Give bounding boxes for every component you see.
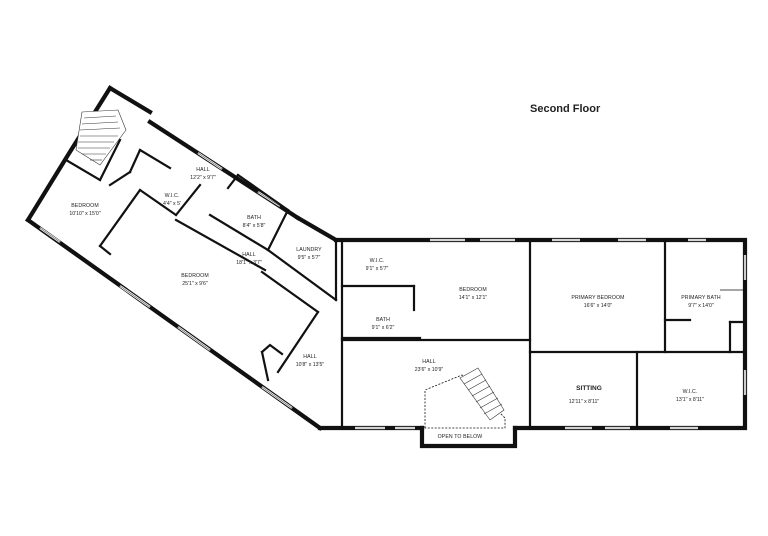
- room-dimensions: 16'6" x 14'0": [584, 303, 613, 309]
- room-dimensions: 9'1" x 5'7": [366, 266, 389, 272]
- room-dimensions: 8'4" x 5'8": [243, 223, 266, 229]
- room-hall-corner: HALL 10'8" x 13'5": [296, 354, 325, 368]
- room-wic-center: W.I.C. 9'1" x 5'7": [366, 258, 389, 272]
- room-name: OPEN TO BELOW: [438, 434, 483, 440]
- room-bedroom-large: BEDROOM 25'1" x 9'6": [181, 273, 209, 287]
- room-primary-bath: PRIMARY BATH 9'7" x 14'0": [681, 295, 721, 309]
- room-dimensions: 4'4" x 5': [163, 201, 181, 207]
- room-name: BEDROOM: [71, 203, 99, 209]
- room-name: BATH: [376, 317, 390, 323]
- room-dimensions: 25'1" x 9'6": [182, 281, 208, 287]
- room-name: PRIMARY BEDROOM: [571, 295, 624, 301]
- room-hall-top: HALL 12'2" x 9'7": [190, 167, 216, 181]
- room-wic-right: W.I.C. 13'1" x 8'11": [676, 389, 704, 403]
- stairs-center: [424, 367, 506, 429]
- room-dimensions: 14'1" x 12'1": [459, 295, 488, 301]
- room-laundry: LAUNDRY 9'5" x 5'7": [296, 247, 322, 261]
- room-name: HALL: [196, 167, 209, 173]
- room-dimensions: 9'5" x 5'7": [298, 255, 321, 261]
- room-primary-bedroom: PRIMARY BEDROOM 16'6" x 14'0": [571, 295, 624, 309]
- windows: [39, 152, 747, 430]
- room-bedroom-left: BEDROOM 10'10" x 15'0": [69, 203, 100, 217]
- room-wic-left: W.I.C. 4'4" x 5': [163, 193, 181, 207]
- room-name: HALL: [303, 354, 316, 360]
- interior-walls: [64, 138, 747, 430]
- room-bath-center: BATH 9'1" x 6'2": [372, 317, 395, 331]
- room-dimensions: 18'1" x 3'7": [236, 260, 262, 266]
- room-name: HALL: [422, 359, 435, 365]
- room-bedroom-center: BEDROOM 14'1" x 12'1": [459, 287, 488, 301]
- room-bath-upper: BATH 8'4" x 5'8": [243, 215, 266, 229]
- room-dimensions: 9'1" x 6'2": [372, 325, 395, 331]
- room-dimensions: 23'6" x 10'9": [415, 367, 444, 373]
- room-name: PRIMARY BATH: [681, 295, 721, 301]
- room-name: BEDROOM: [459, 287, 487, 293]
- room-name: LAUNDRY: [296, 247, 322, 253]
- room-hall-main: HALL 23'6" x 10'9": [415, 359, 444, 373]
- room-name: W.I.C.: [683, 389, 698, 395]
- room-dimensions: 9'7" x 14'0": [688, 303, 714, 309]
- room-name: W.I.C.: [165, 193, 180, 199]
- room-name: BEDROOM: [181, 273, 209, 279]
- floor-title: Second Floor: [530, 103, 601, 115]
- room-name: SITTING: [576, 385, 602, 392]
- room-name: BATH: [247, 215, 261, 221]
- room-sitting: SITTING 12'11" x 8'11": [569, 385, 602, 405]
- room-open-below: OPEN TO BELOW: [438, 434, 483, 440]
- room-dimensions: 12'2" x 9'7": [190, 175, 216, 181]
- room-hall-mid: HALL 18'1" x 3'7": [236, 252, 262, 266]
- room-dimensions: 10'8" x 13'5": [296, 362, 325, 368]
- room-name: HALL: [242, 252, 255, 258]
- room-name: W.I.C.: [370, 258, 385, 264]
- room-dimensions: 13'1" x 8'11": [676, 397, 704, 403]
- room-dimensions: 12'11" x 8'11": [569, 399, 600, 405]
- room-dimensions: 10'10" x 15'0": [69, 211, 100, 217]
- stairs-upper: [75, 109, 127, 166]
